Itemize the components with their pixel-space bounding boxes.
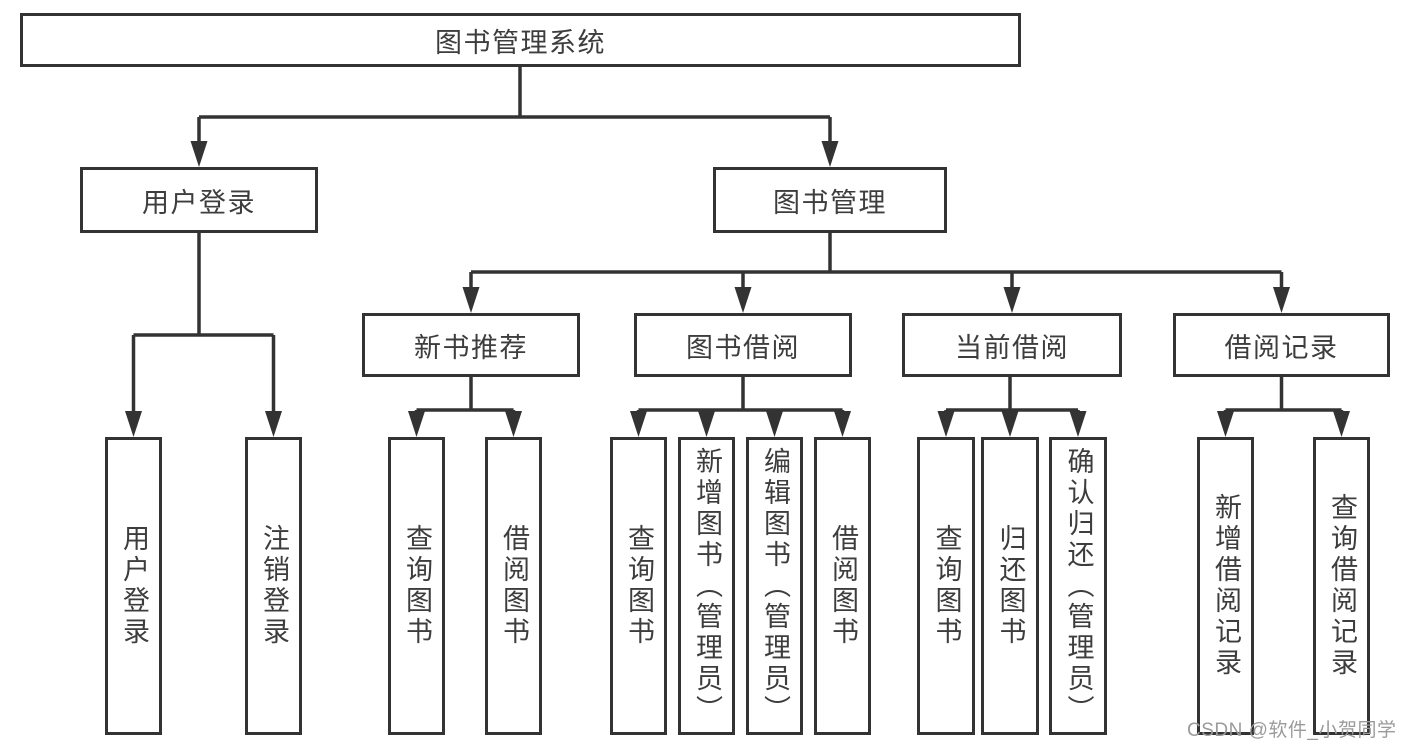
connector-borrowing-records-to-leaves [1217,377,1350,437]
arrowhead-down-icon [1069,411,1087,437]
arrowhead-down-icon [190,141,208,167]
leaf-confirm-return-admin-label: 确认归还（管理员） [1063,446,1094,726]
arrowhead-down-icon [1333,411,1350,437]
arrowhead-down-icon [408,411,425,437]
node-user-login: 用户登录 [80,167,318,233]
arrowhead-down-icon [630,411,647,437]
leaf-query-books-recommend-label: 查询图书 [402,524,432,648]
connector-line [636,377,845,417]
leaf-edit-book-admin: 编辑图书（管理员） [746,437,803,735]
connector-line [1223,377,1344,417]
node-new-book-recommend: 新书推荐 [362,313,580,377]
leaf-query-books-current-label: 查询图书 [931,524,962,648]
arrowhead-down-icon [766,411,783,437]
arrowhead-down-icon [698,411,715,437]
node-borrowing-records: 借阅记录 [1173,313,1390,377]
leaf-add-book-admin: 新增图书（管理员） [678,437,735,735]
arrowhead-down-icon [1003,287,1021,313]
leaf-logout: 注销登录 [245,437,302,735]
connector-line [414,377,516,417]
leaf-return-books-label: 归还图书 [995,524,1026,648]
connector-user-login-to-leaves [125,233,282,437]
leaf-return-books: 归还图书 [981,437,1039,735]
node-book-borrowing-label: 图书借阅 [686,332,800,363]
connector-line [469,233,1284,292]
watermark: CSDN @软件_小贺同学 [1187,720,1397,741]
node-book-borrowing: 图书借阅 [634,313,852,377]
leaf-confirm-return-admin: 确认归还（管理员） [1049,437,1107,735]
arrowhead-down-icon [734,287,752,313]
node-borrowing-records-label: 借阅记录 [1224,332,1339,363]
arrowhead-down-icon [265,411,282,437]
connector-line [197,67,832,146]
node-root: 图书管理系统 [20,13,1021,67]
leaf-edit-book-admin-label: 编辑图书（管理员） [760,446,790,726]
node-current-borrowing-label: 当前借阅 [955,332,1069,363]
leaf-borrow-books-recommend-label: 借阅图书 [499,524,529,648]
arrowhead-down-icon [1001,411,1019,437]
leaf-query-borrow-record-label: 查询借阅记录 [1327,493,1357,679]
connector-line [131,233,276,416]
leaf-query-books-borrowing-label: 查询图书 [624,524,654,648]
leaf-add-borrow-record-label: 新增借阅记录 [1211,493,1241,679]
arrowhead-down-icon [1217,411,1234,437]
connector-new-book-recommend-to-leaves [408,377,522,437]
node-user-login-label: 用户登录 [142,187,256,218]
arrowhead-down-icon [834,411,851,437]
connector-book-management-to-level3 [462,233,1290,313]
connector-root-to-level2 [190,67,839,167]
leaf-borrow-books-borrowing: 借阅图书 [814,437,871,735]
leaf-query-books-recommend: 查询图书 [388,437,445,735]
node-current-borrowing: 当前借阅 [902,313,1122,377]
leaf-borrow-books-recommend: 借阅图书 [485,437,542,735]
node-new-book-recommend-label: 新书推荐 [414,332,528,363]
arrowhead-down-icon [462,287,480,313]
leaf-add-borrow-record: 新增借阅记录 [1197,437,1254,735]
leaf-add-book-admin-label: 新增图书（管理员） [692,446,722,726]
leaf-logout-label: 注销登录 [259,524,289,648]
arrowhead-down-icon [125,411,142,437]
connector-current-borrowing-to-leaves [937,377,1087,437]
leaf-query-books-borrowing: 查询图书 [610,437,667,735]
arrowhead-down-icon [505,411,522,437]
leaf-query-borrow-record: 查询借阅记录 [1313,437,1370,735]
leaf-query-books-current: 查询图书 [917,437,975,735]
leaf-user-login: 用户登录 [105,437,162,735]
connector-book-borrowing-to-leaves [630,377,851,437]
node-book-management: 图书管理 [713,167,947,233]
node-book-management-label: 图书管理 [773,187,887,218]
arrowhead-down-icon [937,411,955,437]
leaf-user-login-label: 用户登录 [119,524,149,648]
arrowhead-down-icon [1273,287,1290,313]
node-root-label: 图书管理系统 [435,27,606,58]
arrowhead-down-icon [821,141,839,167]
leaf-borrow-books-borrowing-label: 借阅图书 [828,524,858,648]
